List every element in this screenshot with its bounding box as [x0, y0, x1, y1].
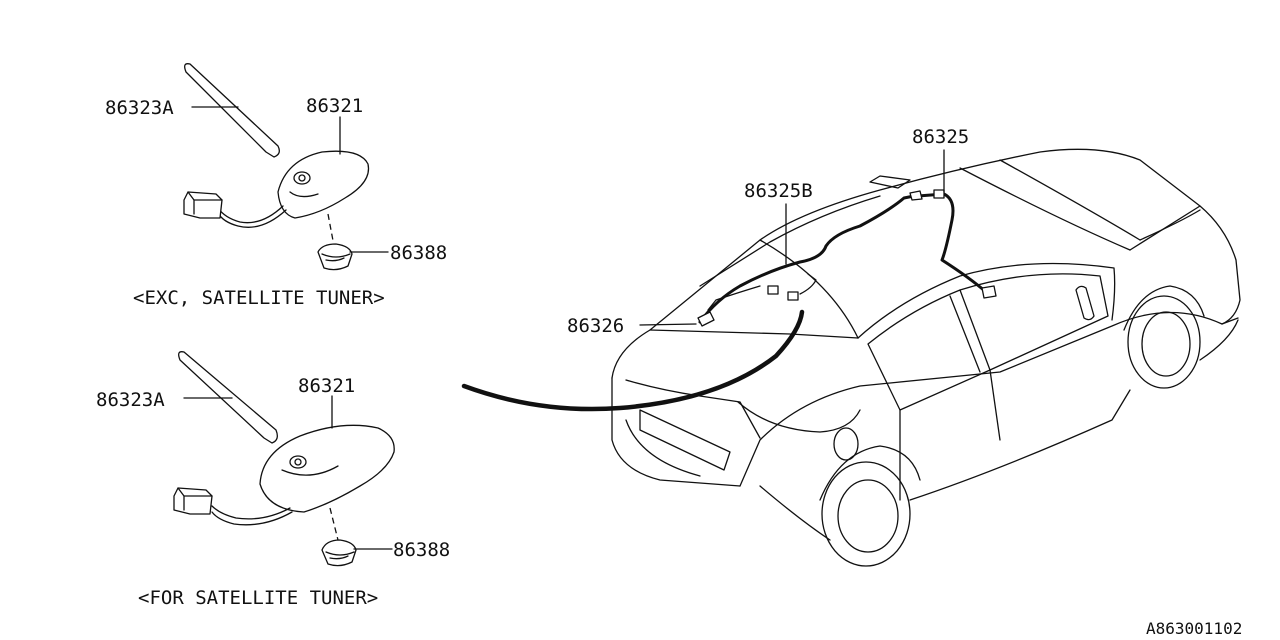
top-antenna-base [277, 150, 370, 219]
top-grommet [317, 243, 353, 271]
feeder-cables [697, 189, 997, 327]
mounting-arrow [461, 309, 805, 412]
bottom-group-caption: <FOR SATELLITE TUNER> [138, 587, 378, 609]
bottom-grommet [321, 539, 357, 567]
bottom-antenna-group [173, 351, 395, 567]
top-rod-part-number: 86323A [105, 97, 174, 119]
bottom-grommet-part-number: 86388 [393, 539, 450, 561]
top-antenna-group [183, 63, 389, 271]
diagram-reference-code: A863001102 [1146, 619, 1242, 638]
bottom-base-part-number: 86321 [298, 375, 355, 397]
bottom-antenna-cable [211, 505, 291, 520]
top-antenna-cable [217, 205, 284, 224]
clip-part-number: 86326 [567, 315, 624, 337]
top-antenna-rod [184, 63, 280, 158]
bottom-antenna-rod [178, 351, 278, 444]
top-group-caption: <EXC, SATELLITE TUNER> [133, 287, 385, 309]
top-grommet-part-number: 86388 [390, 242, 447, 264]
feeder-cord-b-part-number: 86325B [744, 180, 813, 202]
top-base-part-number: 86321 [306, 95, 363, 117]
feeder-cord-part-number: 86325 [912, 126, 969, 148]
bottom-antenna-base [259, 424, 395, 513]
vehicle-outline [611, 148, 1241, 567]
bottom-antenna-connector [173, 487, 213, 515]
bottom-rod-part-number: 86323A [96, 389, 165, 411]
top-antenna-connector [183, 191, 223, 219]
